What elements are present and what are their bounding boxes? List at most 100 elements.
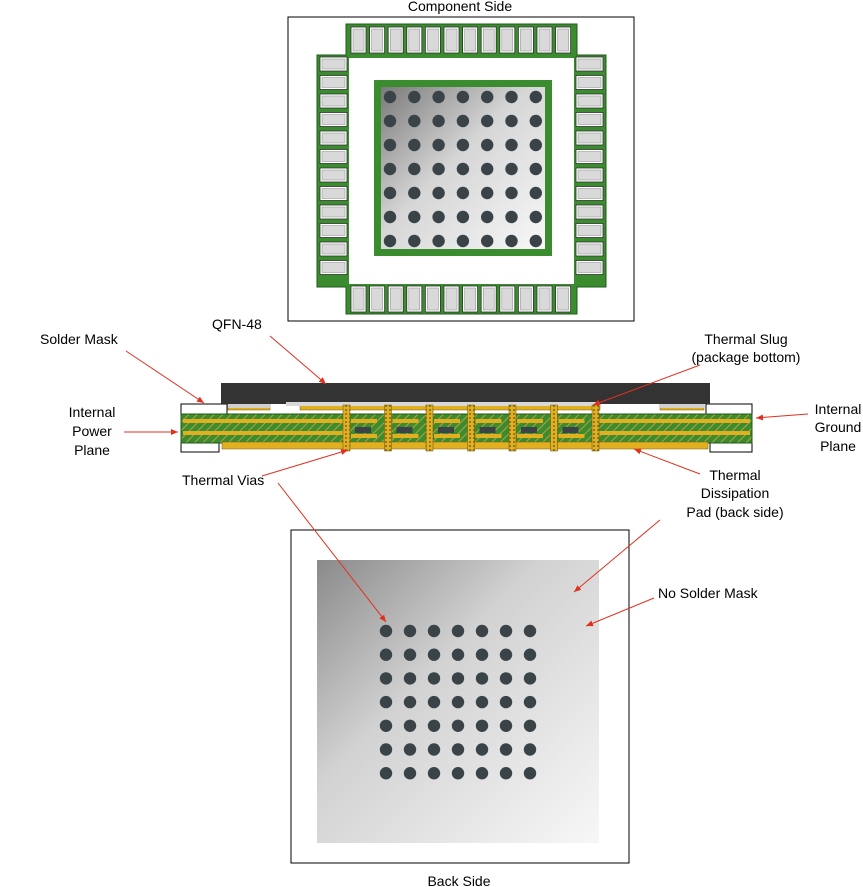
- thermal-via: [408, 90, 421, 104]
- thermal-via: [529, 114, 542, 128]
- left-pad-column: [319, 56, 348, 275]
- internal-ground-label-line3: Plane: [820, 438, 856, 454]
- thermal-via: [427, 648, 441, 661]
- top-pad: [462, 26, 479, 54]
- thermal-via: [481, 210, 494, 224]
- via-barrel: [425, 404, 460, 452]
- thermal-via: [408, 162, 421, 176]
- right-pad: [575, 204, 604, 220]
- thermal-via: [451, 672, 465, 685]
- thermal-via: [529, 210, 542, 224]
- thermal-via: [427, 695, 441, 709]
- thermal-via: [432, 138, 445, 152]
- no-solder-mask-arrow: [585, 597, 655, 627]
- thermal-via: [432, 162, 445, 176]
- thermal-via: [523, 695, 537, 709]
- thermal-via: [481, 186, 494, 200]
- solder-mask-arrow: [125, 350, 205, 404]
- no-solder-mask-label: No Solder Mask: [658, 585, 759, 601]
- thermal-via: [427, 767, 441, 780]
- thermal-via: [505, 234, 518, 248]
- right-pad: [575, 112, 604, 127]
- top-pad: [387, 26, 404, 54]
- internal-ground-plane-2: [598, 431, 750, 435]
- package-lead-left: [228, 404, 270, 408]
- bottom-pad-row: [350, 285, 571, 313]
- right-pad: [575, 186, 604, 201]
- thermal-via: [432, 114, 445, 128]
- thermal-via: [403, 648, 417, 661]
- thermal-via: [505, 138, 518, 152]
- pcb-core: [180, 413, 753, 444]
- thermal-via: [456, 162, 470, 176]
- internal-power-label-line2: Power: [72, 423, 112, 439]
- thermal-via: [383, 114, 397, 128]
- component-side-view: Component Side: [287, 0, 635, 322]
- cross-section-view: [180, 383, 753, 453]
- thermal-via: [529, 234, 542, 248]
- thermal-via: [505, 186, 518, 200]
- internal-power-label-line1: Internal: [69, 404, 116, 420]
- top-pad: [369, 26, 386, 54]
- thermal-via: [456, 138, 470, 152]
- right-pad-column: [575, 56, 604, 275]
- thermal-via: [499, 624, 513, 638]
- left-pad: [319, 93, 348, 109]
- bottom-pad: [443, 285, 460, 313]
- thermal-via: [451, 743, 465, 756]
- internal-ground-label-line1: Internal: [815, 401, 862, 417]
- bottom-pad: [350, 285, 367, 313]
- right-pad: [575, 56, 604, 72]
- thermal-via: [408, 186, 421, 200]
- bottom-pad: [369, 285, 386, 313]
- internal-ground-plane: [598, 419, 750, 423]
- thermal-via: [451, 648, 465, 661]
- thermal-via: [456, 186, 470, 200]
- bottom-pad: [499, 285, 516, 313]
- internal-ground-arrow: [755, 413, 809, 421]
- thermal-via: [456, 114, 470, 128]
- thermal-via: [427, 624, 441, 638]
- left-pad: [319, 223, 348, 238]
- thermal-via: [456, 210, 470, 224]
- via-barrel: [591, 404, 600, 452]
- right-pad: [575, 223, 604, 238]
- thermal-via: [499, 719, 513, 732]
- via-barrel: [384, 404, 419, 452]
- thermal-via: [403, 743, 417, 756]
- thermal-via: [475, 743, 489, 756]
- thermal-slug-label-line1: Thermal Slug: [704, 331, 787, 347]
- thermal-via: [523, 767, 537, 780]
- cross-section-vias: [342, 404, 600, 452]
- thermal-via: [403, 719, 417, 732]
- back-side-label: Back Side: [427, 873, 490, 887]
- top-pad-row: [350, 26, 571, 54]
- thermal-via: [475, 624, 489, 638]
- callout-arrows: [124, 335, 809, 627]
- thermal-via: [451, 624, 465, 638]
- right-pad: [575, 241, 604, 257]
- left-pad: [319, 260, 348, 275]
- thermal-via: [427, 743, 441, 756]
- callout-labels: Solder Mask QFN-48 Thermal Slug (package…: [40, 316, 861, 601]
- thermal-via: [379, 648, 393, 661]
- bottom-pad: [536, 285, 553, 313]
- thermal-via: [427, 719, 441, 732]
- right-pad: [575, 167, 604, 183]
- thermal-via: [456, 90, 470, 104]
- top-pad: [424, 26, 441, 54]
- top-pad: [555, 26, 571, 54]
- right-pad: [575, 75, 604, 90]
- solder-mask-right-top: [705, 403, 753, 416]
- top-pad: [536, 26, 553, 54]
- thermal-via: [408, 138, 421, 152]
- thermal-via: [481, 90, 494, 104]
- left-pad: [319, 149, 348, 164]
- thermal-via: [408, 114, 421, 128]
- thermal-via: [499, 672, 513, 685]
- internal-ground-label-line2: Ground: [815, 419, 862, 435]
- internal-power-label-line3: Plane: [74, 442, 110, 458]
- thermal-via: [499, 648, 513, 661]
- thermal-via: [432, 234, 445, 248]
- thermal-via: [481, 138, 494, 152]
